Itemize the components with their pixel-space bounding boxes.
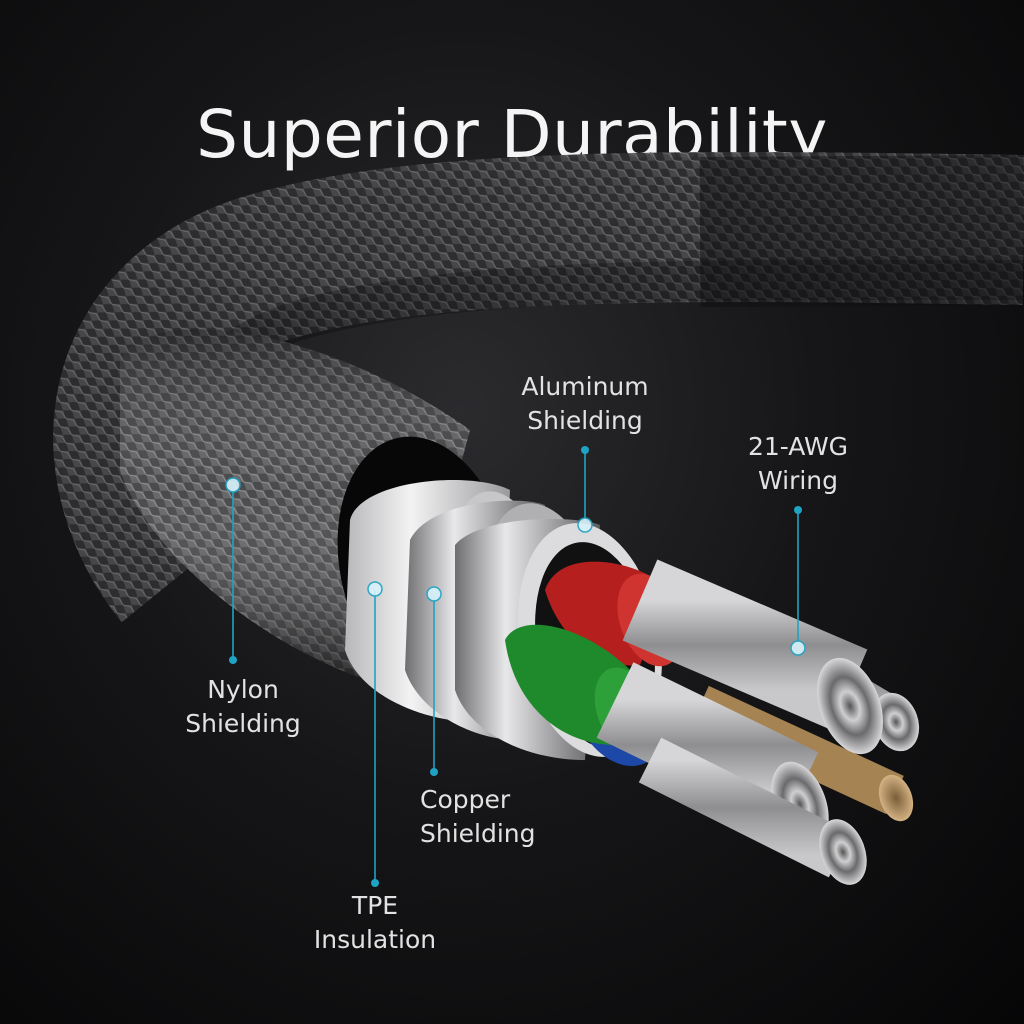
label-tpe-line2: Insulation (313, 925, 437, 954)
label-copper-line1: Copper (420, 785, 511, 814)
label-aluminum-line1: Aluminum (521, 372, 649, 401)
label-21awg-wiring: 21-AWG Wiring (730, 430, 866, 498)
callout-leaders (225, 446, 806, 887)
label-wiring-line2: Wiring (757, 466, 839, 495)
label-tpe-line1: TPE (351, 891, 399, 920)
label-nylon-line2: Shielding (185, 709, 301, 738)
label-aluminum-shielding: Aluminum Shielding (510, 370, 660, 438)
label-copper-shielding: Copper Shielding (420, 783, 544, 851)
label-tpe-insulation: TPE Insulation (305, 889, 445, 957)
label-copper-line2: Shielding (420, 819, 536, 848)
inner-wires (505, 559, 920, 885)
label-aluminum-line2: Shielding (527, 406, 643, 435)
label-nylon-shielding: Nylon Shielding (173, 673, 313, 741)
label-nylon-line1: Nylon (207, 675, 279, 704)
label-wiring-line1: 21-AWG (747, 432, 849, 461)
